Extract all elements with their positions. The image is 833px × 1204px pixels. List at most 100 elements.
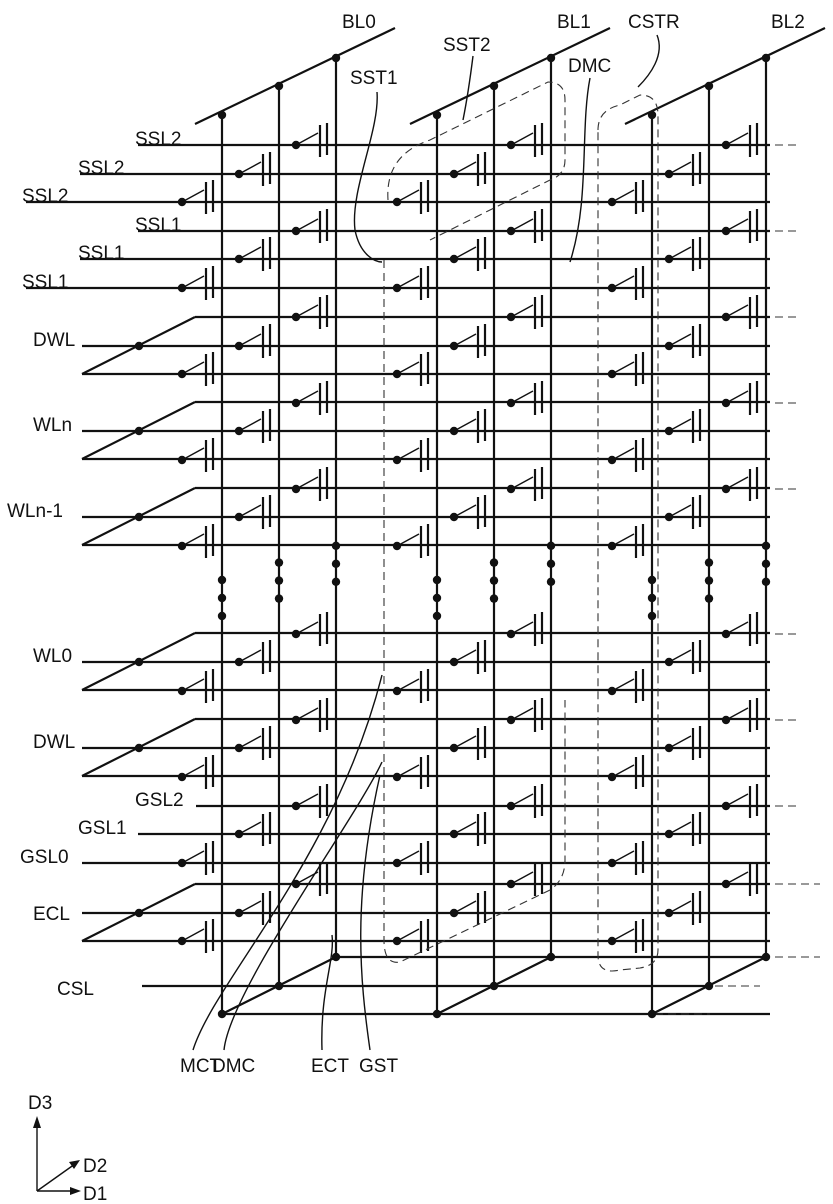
csl-dot [704,981,714,991]
gate-contact-dot [234,169,244,179]
gate-contact-dot [234,657,244,667]
d3-arrowhead-icon [33,1116,41,1128]
csl-dot [546,952,556,962]
gate-contact-dot [291,629,301,639]
gate-contact-dot [234,341,244,351]
callout-dmc-bottom: DMC [212,1056,255,1077]
callout-gst: GST [359,1056,398,1077]
gate-contact-dot [607,541,617,551]
gate-contact-dot [449,426,459,436]
gate-contact-dot [177,283,187,293]
gate-contact-dot [449,829,459,839]
ellipsis-dot [274,576,284,585]
mct-leader [192,674,383,1051]
sst2-leader [462,55,474,121]
bit-line-contact-dot [489,81,499,91]
axis-indicator: D3 D2 D1 [28,1093,107,1204]
ellipsis-dot [217,575,227,585]
ellipsis-dot [432,593,442,603]
ellipsis-dot [274,594,284,603]
gate-contact-dot [664,908,674,918]
callout-sst1: SST1 [350,68,398,89]
csl-dot [647,1009,657,1019]
axis-label-d3: D3 [28,1093,52,1114]
ellipsis-dot [704,576,714,585]
gate-contact-dot [664,341,674,351]
ellipsis-dot [704,594,714,603]
row-label-ssl1-a: SSL1 [135,215,181,236]
plane-contact-dot [134,512,144,522]
gate-contact-dot [177,858,187,868]
gate-contact-dot [607,772,617,782]
dashed-outline-layer [383,81,820,1015]
callout-sst2: SST2 [443,35,491,56]
gate-contact-dot [664,829,674,839]
plane-contact-dot [134,341,144,351]
gate-contact-dot [177,197,187,207]
row-label-csl: CSL [57,979,94,1000]
gate-contact-dot [392,936,402,946]
gate-contact-dot [607,369,617,379]
bit-line-contact-dot [217,110,227,120]
gate-contact-dot [721,484,731,494]
ellipsis-dot [331,577,341,586]
row-label-ssl1-c: SSL1 [22,272,68,293]
gate-contact-dot [449,908,459,918]
cstr-leader [637,34,660,88]
callout-dmc-top: DMC [568,56,611,77]
gate-contact-dot [607,283,617,293]
dmc-bottom-leader [223,761,383,1051]
gate-contact-dot [721,801,731,811]
gate-contact-dot [234,743,244,753]
ellipsis-dot [647,611,657,621]
ellipsis-dot [331,541,341,550]
gate-contact-dot [177,686,187,696]
gst-leader [360,774,381,1051]
ellipsis-dot [761,577,771,586]
gate-contact-dot [291,140,301,150]
ellipsis-dot [217,611,227,621]
gate-contact-dot [291,312,301,322]
d1-arrowhead-icon [70,1187,81,1195]
ellipsis-dot [546,541,556,550]
gate-contact-dot [506,879,516,889]
bitline-label-bl0: BL0 [342,12,376,33]
row-label-gsl0: GSL0 [20,847,69,868]
ellipsis-dot [647,575,657,585]
gate-contact-dot [721,226,731,236]
row-label-ssl1-b: SSL1 [78,243,124,264]
gate-contact-dot [291,715,301,725]
gate-contact-dot [291,398,301,408]
ellipsis-dot [704,558,714,567]
gate-contact-dot [392,455,402,465]
gate-contact-dot [234,426,244,436]
gate-contact-dot [449,657,459,667]
gate-contact-dot [291,801,301,811]
sst1-leader [353,91,383,263]
gate-contact-dot [449,341,459,351]
row-label-dwl-top: DWL [33,330,75,351]
gate-contact-dot [449,254,459,264]
csl-dot [274,981,284,991]
gate-contact-dot [664,426,674,436]
ellipsis-dot [489,594,499,603]
gate-contact-dot [177,369,187,379]
axis-label-d2: D2 [83,1156,107,1177]
gate-contact-dot [721,629,731,639]
gate-contact-dot [392,541,402,551]
gate-contact-dot [449,743,459,753]
row-label-gsl2: GSL2 [135,790,184,811]
gate-contact-dot [177,455,187,465]
plane-contact-dot [134,657,144,667]
gate-contact-dot [664,743,674,753]
bitline-label-bl2: BL2 [771,12,805,33]
ect-leader [321,934,334,1051]
gate-contact-dot [506,140,516,150]
csl-dot [489,981,499,991]
row-label-dwl-bottom: DWL [33,732,75,753]
gate-contact-dot [506,312,516,322]
row-label-ssl2-b: SSL2 [78,158,124,179]
ellipsis-dot [331,559,341,568]
ellipsis-dot [432,575,442,585]
